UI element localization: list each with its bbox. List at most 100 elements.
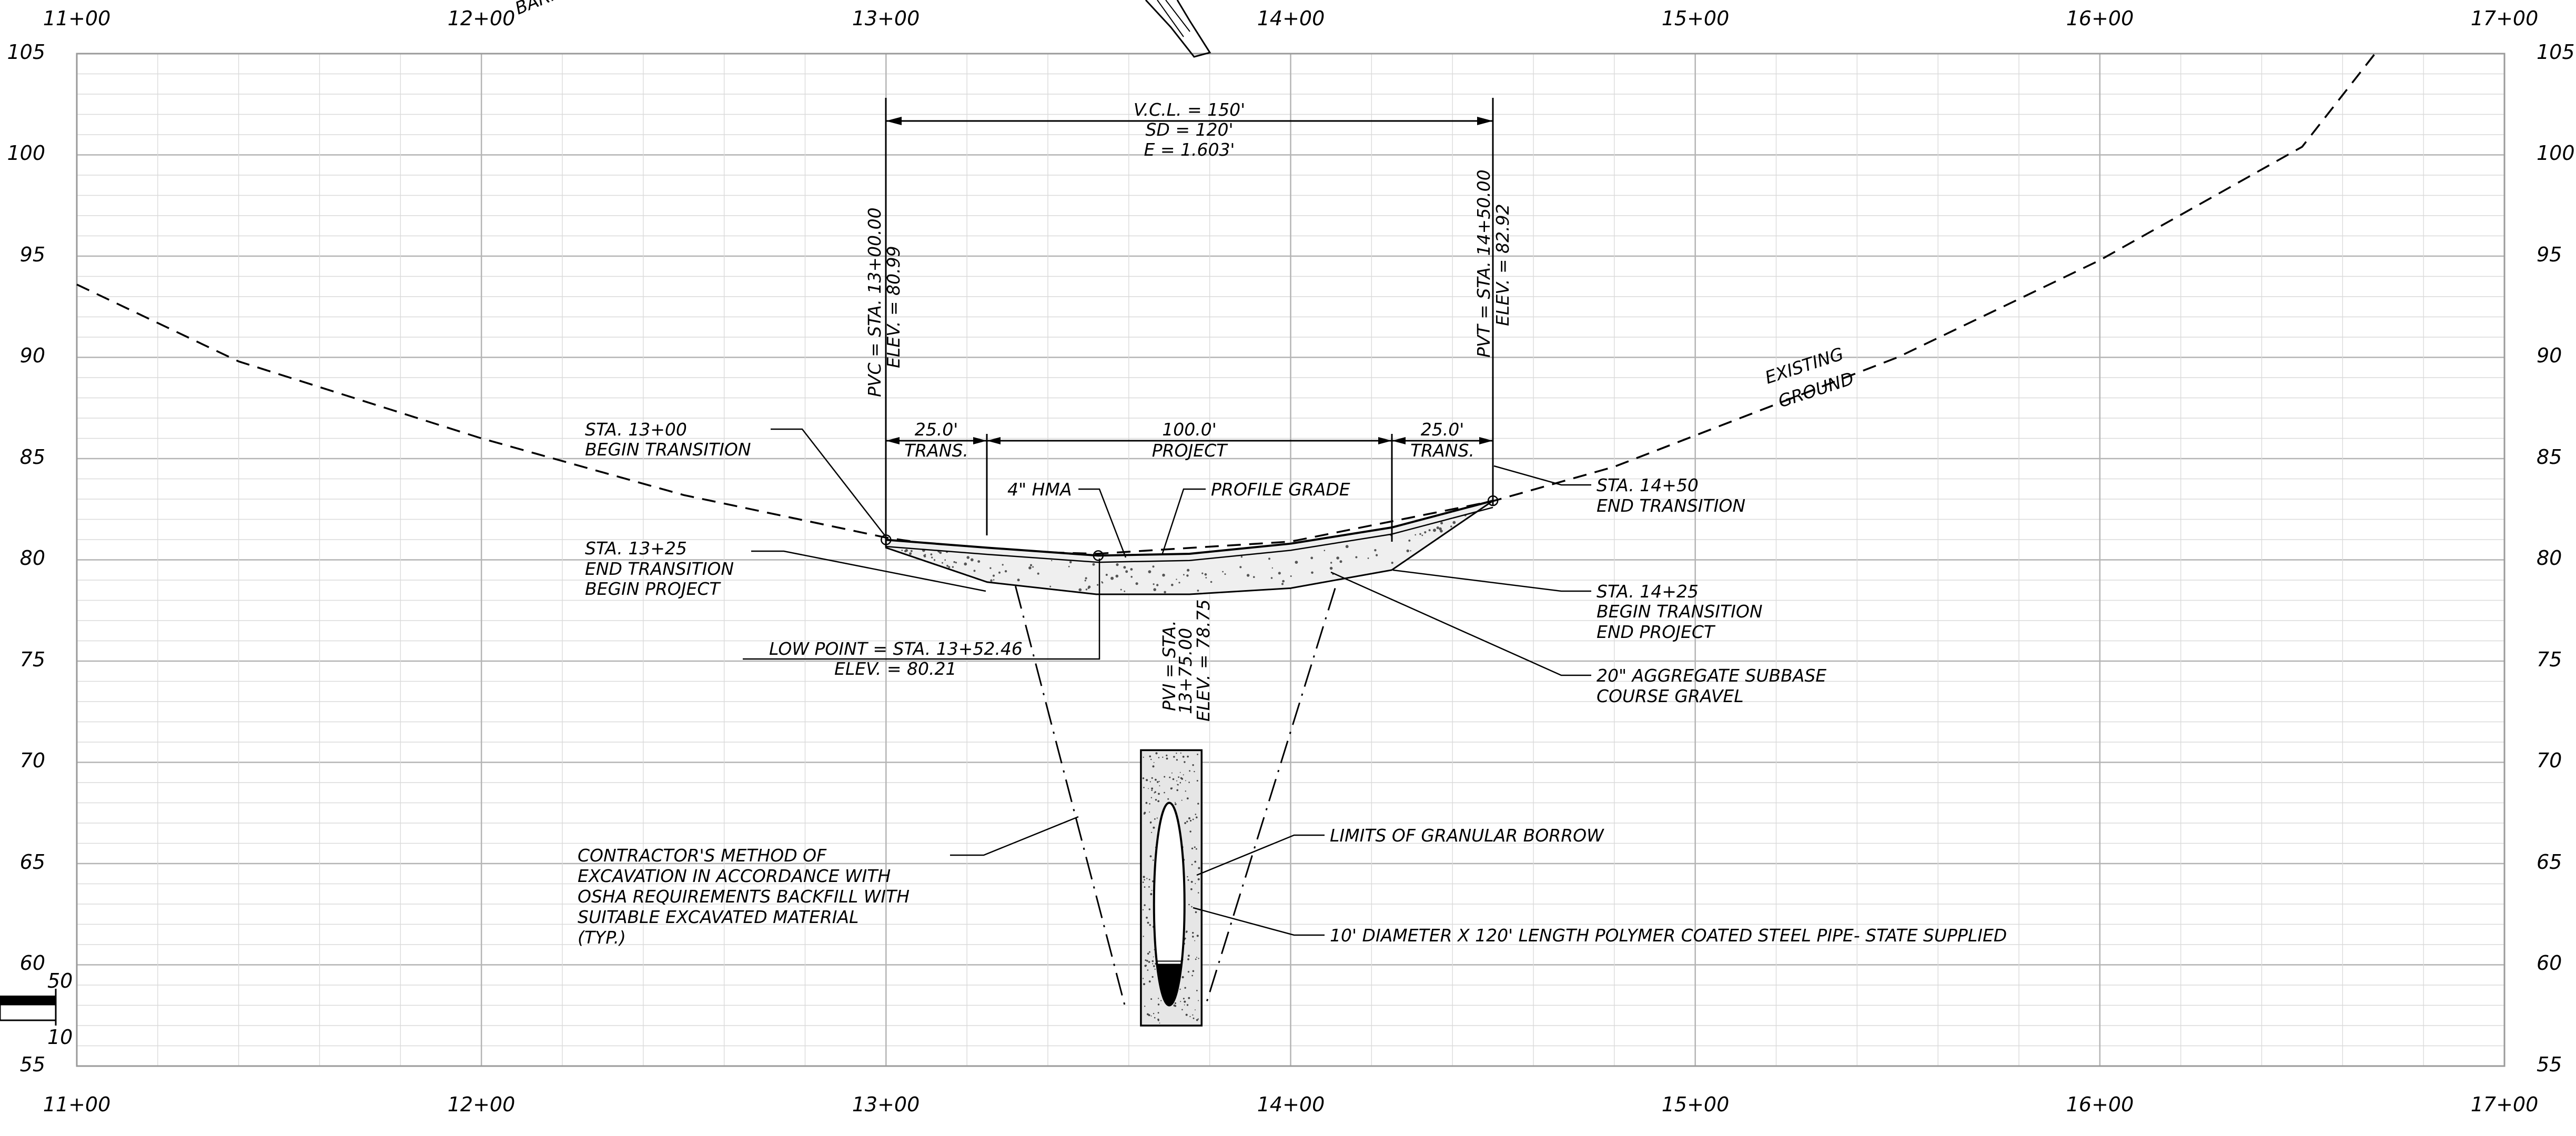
- pvc-elevation-label: ELEV. = 80.99: [883, 246, 904, 368]
- subbase-callout-line2: COURSE GRAVEL: [1597, 686, 1744, 706]
- gravel-stipple: [1367, 557, 1369, 559]
- borrow-leader: [1196, 834, 1325, 876]
- borrow-stipple: [1184, 761, 1186, 763]
- borrow-stipple: [1148, 961, 1150, 963]
- borrow-stipple: [1143, 876, 1145, 878]
- gravel-stipple: [1410, 550, 1411, 552]
- gravel-stipple: [1424, 531, 1427, 534]
- vcl-label: V.C.L. = 150': [1134, 99, 1245, 120]
- gravel-stipple: [1017, 579, 1020, 582]
- excavation-limit-line-left: [1015, 586, 1126, 1006]
- bottom-station-axis: 11+00 12+00 13+00 14+00 15+00 16+00 17+0…: [43, 1093, 2539, 1116]
- gravel-stipple: [1205, 577, 1207, 579]
- borrow-stipple: [1181, 799, 1183, 801]
- borrow-stipple: [1144, 904, 1146, 906]
- right-elevation-label: 65: [2537, 850, 2562, 874]
- borrow-stipple: [1150, 1015, 1152, 1017]
- gravel-stipple: [1078, 588, 1082, 592]
- borrow-stipple: [1147, 969, 1149, 971]
- borrow-stipple: [1164, 776, 1166, 778]
- gravel-stipple: [1187, 569, 1190, 572]
- sta1425-callout-line1: STA. 14+25: [1597, 581, 1699, 602]
- borrow-stipple: [1149, 781, 1151, 783]
- gravel-stipple: [1433, 529, 1436, 532]
- gravel-stipple: [1115, 574, 1119, 578]
- gravel-stipple: [1171, 583, 1174, 586]
- borrow-stipple: [1192, 764, 1194, 766]
- gravel-stipple: [1004, 570, 1007, 573]
- borrow-stipple: [1197, 803, 1199, 805]
- gravel-stipple: [1282, 580, 1285, 583]
- borrow-stipple: [1144, 1006, 1146, 1007]
- borrow-stipple: [1191, 847, 1194, 850]
- borrow-stipple: [1198, 1000, 1199, 1001]
- gravel-stipple: [1085, 589, 1088, 591]
- gravel-stipple: [931, 556, 933, 559]
- borrow-stipple: [1187, 755, 1189, 758]
- borrow-stipple: [1142, 881, 1144, 883]
- borrow-stipple: [1191, 975, 1194, 977]
- sta1450-callout-line1: STA. 14+50: [1597, 475, 1699, 495]
- pvc-station-label: PVC = STA. 13+00.00: [864, 207, 885, 397]
- borrow-stipple: [1143, 978, 1144, 979]
- borrow-stipple: [1150, 998, 1153, 1000]
- borrow-stipple: [1186, 820, 1188, 823]
- borrow-stipple: [1188, 955, 1190, 957]
- gravel-stipple: [1120, 589, 1122, 591]
- borrow-stipple: [1173, 1005, 1176, 1007]
- gravel-stipple: [939, 552, 941, 553]
- borrow-stipple: [1166, 754, 1168, 756]
- borrow-stipple: [1149, 803, 1150, 805]
- gravel-stipple: [953, 561, 955, 563]
- gravel-stipple: [989, 567, 992, 569]
- borrow-stipple: [1197, 1018, 1199, 1020]
- pvt-elevation-label: ELEV. = 82.92: [1492, 204, 1513, 326]
- sta1325-callout-line1: STA. 13+25: [585, 538, 687, 559]
- curve-dimension-lines: [885, 98, 1494, 547]
- gravel-stipple: [964, 562, 967, 566]
- borrow-stipple: [1153, 956, 1154, 958]
- borrow-stipple: [1190, 888, 1193, 890]
- contractor-callout-line5: (TYP.): [578, 927, 626, 948]
- top-station-axis: 11+00 12+00 13+00 14+00 15+00 16+00 17+0…: [43, 7, 2539, 30]
- gravel-stipple: [901, 550, 903, 551]
- top-station-label: 13+00: [852, 7, 920, 30]
- gravel-stipple: [1130, 568, 1133, 571]
- sd-label: SD = 120': [1145, 119, 1233, 140]
- barrier-hatch: [1157, 0, 1190, 37]
- gravel-stipple: [942, 562, 943, 564]
- borrow-stipple: [1167, 798, 1169, 800]
- borrow-stipple: [1196, 848, 1197, 850]
- borrow-stipple: [1195, 1009, 1196, 1011]
- right-elevation-label: 85: [2537, 445, 2562, 469]
- gravel-stipple: [1246, 574, 1250, 577]
- gravel-stipple: [1029, 564, 1033, 566]
- borrow-stipple: [1148, 878, 1150, 880]
- borrow-stipple: [1196, 957, 1197, 958]
- gravel-stipple: [1176, 579, 1177, 580]
- borrow-stipple: [1187, 879, 1189, 881]
- gravel-stipple: [1125, 570, 1128, 573]
- borrow-stipple: [1150, 797, 1153, 798]
- borrow-stipple: [1148, 886, 1150, 888]
- borrow-stipple: [1194, 940, 1196, 941]
- borrow-stipple: [1153, 859, 1154, 861]
- gravel-stipple: [1178, 582, 1180, 584]
- borrow-stipple: [1183, 998, 1185, 1000]
- gravel-stipple: [977, 560, 981, 563]
- gravel-stipple: [970, 558, 974, 562]
- borrow-stipple: [1179, 782, 1181, 784]
- left-elevation-label: 105: [7, 40, 45, 64]
- dim-arrow: [1378, 437, 1392, 444]
- gravel-stipple: [1240, 556, 1243, 558]
- borrow-stipple: [1185, 1013, 1188, 1016]
- borrow-stipple: [1191, 864, 1193, 866]
- gravel-stipple: [1105, 574, 1108, 576]
- gravel-stipple: [1210, 581, 1213, 583]
- gravel-stipple: [1440, 530, 1443, 533]
- borrow-stipple: [1195, 883, 1196, 885]
- borrow-stipple: [1152, 765, 1155, 768]
- borrow-stipple: [1182, 756, 1185, 758]
- gravel-stipple: [1069, 561, 1072, 564]
- gravel-stipple: [1049, 585, 1052, 587]
